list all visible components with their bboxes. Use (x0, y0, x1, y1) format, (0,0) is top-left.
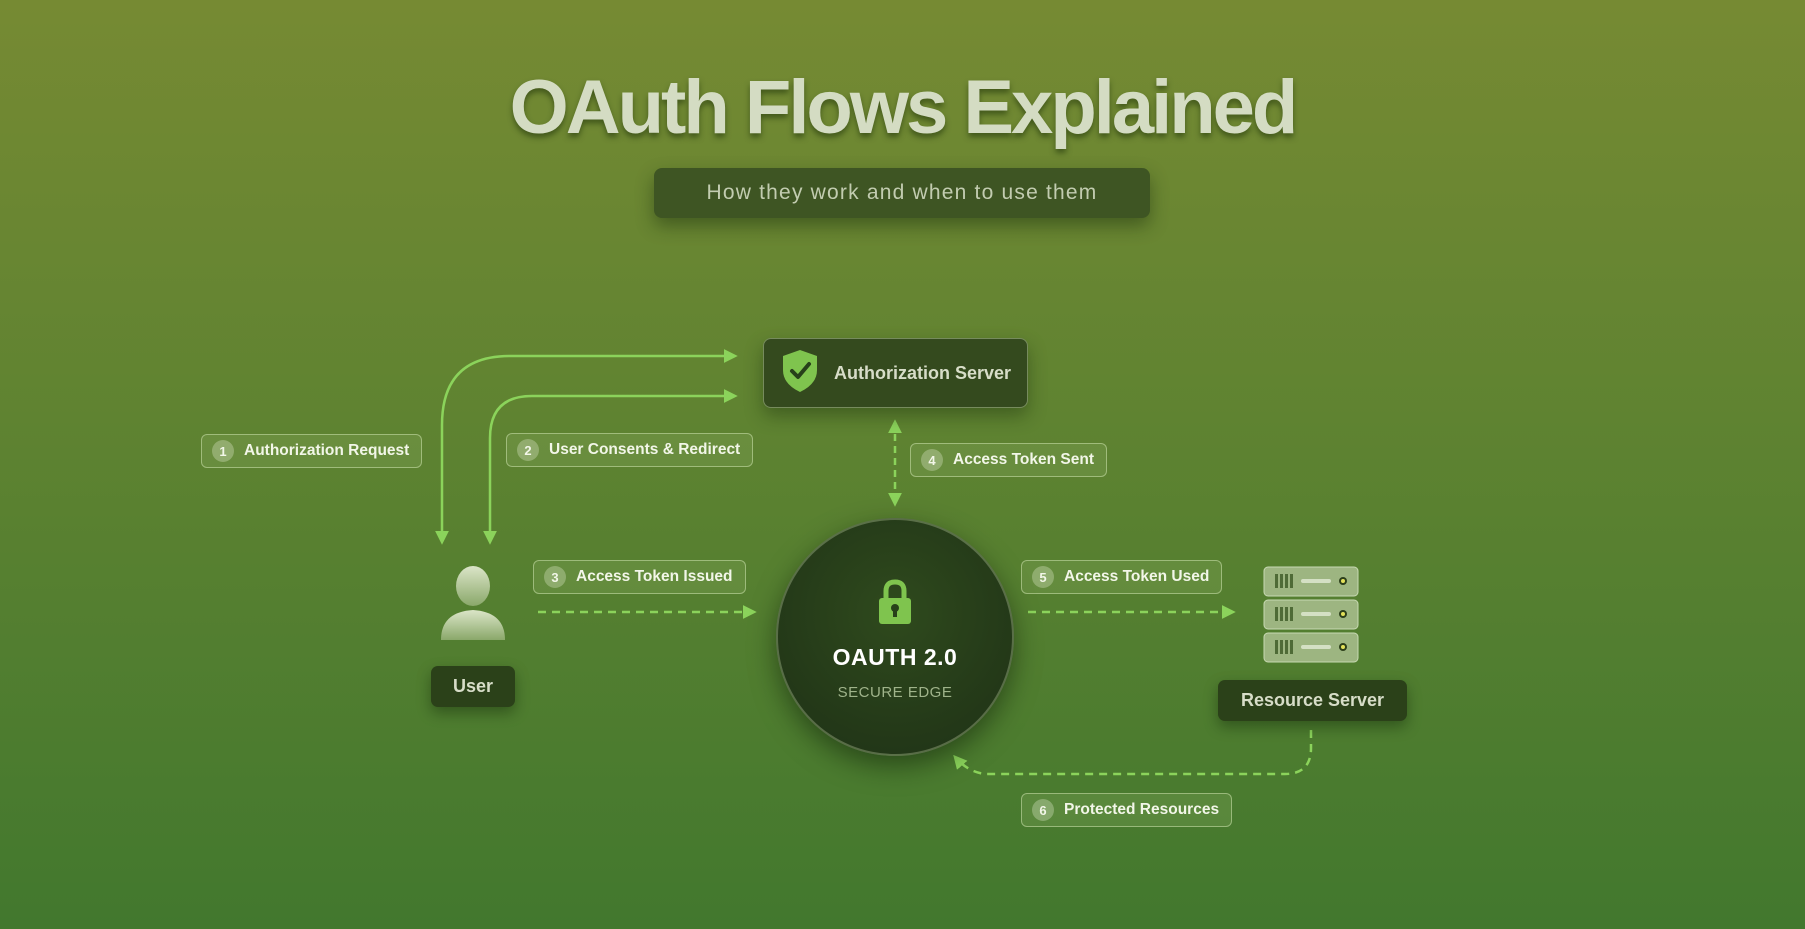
step-5-label: 5 Access Token Used (1021, 560, 1223, 594)
connector-protected-resources (953, 730, 1313, 776)
lock-icon (877, 578, 913, 631)
server-unit (1263, 632, 1359, 663)
step-number: 6 (1032, 799, 1054, 821)
step-number: 1 (212, 440, 234, 462)
step-text: Access Token Sent (953, 451, 1094, 468)
connector-consent-redirect (483, 389, 738, 545)
step-number: 3 (544, 566, 566, 588)
step-number: 2 (517, 439, 539, 461)
resource-server-label: Resource Server (1218, 680, 1407, 721)
step-text: Authorization Request (244, 442, 410, 459)
connector-auth-request-upper (435, 349, 738, 545)
authorization-server-label: Authorization Server (834, 362, 1012, 383)
step-2-label: 2 User Consents & Redirect (506, 433, 754, 467)
step-1-label: 1 Authorization Request (201, 434, 423, 468)
step-text: User Consents & Redirect (549, 441, 741, 458)
step-number: 4 (921, 449, 943, 471)
step-4-label: 4 Access Token Sent (910, 443, 1107, 477)
step-text: Protected Resources (1064, 801, 1220, 818)
server-rack-icon (1263, 566, 1359, 669)
user-icon (438, 564, 508, 647)
shield-check-icon (780, 348, 820, 399)
step-3-label: 3 Access Token Issued (533, 560, 746, 594)
hub-subtitle: SECURE EDGE (837, 684, 953, 701)
step-number: 5 (1032, 566, 1054, 588)
server-unit (1263, 566, 1359, 597)
oauth-hub: OAUTH 2.0 SECURE EDGE (776, 518, 1014, 756)
user-label: User (431, 666, 515, 707)
hub-title: OAUTH 2.0 (832, 644, 958, 670)
server-unit (1263, 599, 1359, 630)
step-text: Access Token Issued (576, 568, 733, 585)
page-subtitle: How they work and when to use them (654, 168, 1150, 218)
authorization-server-node: Authorization Server (763, 338, 1028, 408)
step-6-label: 6 Protected Resources (1021, 793, 1233, 827)
step-text: Access Token Used (1064, 568, 1210, 585)
page-title: OAuth Flows Explained (509, 65, 1299, 150)
